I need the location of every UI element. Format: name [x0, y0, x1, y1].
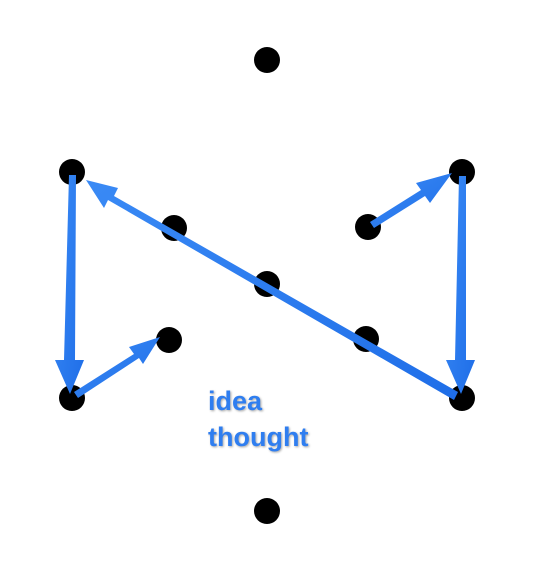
dot — [254, 47, 280, 73]
dot — [449, 159, 475, 185]
arrows — [55, 173, 475, 400]
arrow — [86, 180, 458, 400]
dots — [59, 47, 475, 524]
arrow — [446, 176, 475, 394]
arrow — [74, 337, 160, 398]
label-idea: idea — [208, 386, 263, 416]
dot — [156, 327, 182, 353]
dot — [59, 159, 85, 185]
arrow — [370, 173, 452, 228]
label-thought: thought — [208, 422, 309, 452]
dot — [254, 498, 280, 524]
arrow — [55, 175, 84, 394]
